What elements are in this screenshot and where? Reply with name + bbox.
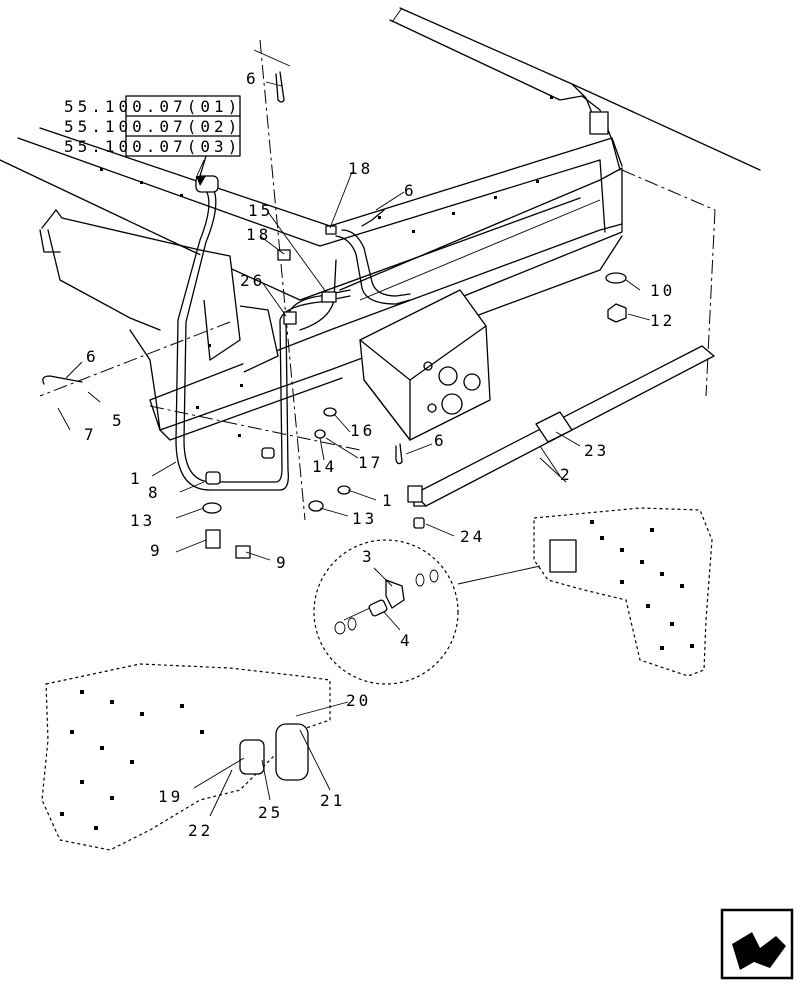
callout-21: 21 [320, 791, 345, 810]
callout-1: 1 [382, 491, 395, 510]
reference-1[interactable]: 55.100.07(01) [64, 97, 241, 116]
callout-20: 20 [346, 691, 371, 710]
callout-10: 10 [650, 281, 675, 300]
hydraulic-line [175, 175, 411, 491]
callout-26: 26 [240, 271, 265, 290]
callout-23: 23 [584, 441, 609, 460]
lower-left-fender-view [41, 663, 331, 851]
beam-holes [100, 96, 553, 437]
reference-table: 55.100.07(01) 55.100.07(02) 55.100.07(03… [64, 95, 241, 186]
valve-housing [359, 289, 491, 441]
callout-17: 17 [358, 453, 383, 472]
callout-19: 19 [158, 787, 183, 806]
callout-6: 6 [404, 181, 417, 200]
callout-5: 5 [112, 411, 125, 430]
callout-13: 13 [130, 511, 155, 530]
callout-18: 18 [348, 159, 373, 178]
callout-6: 6 [86, 347, 99, 366]
callout-15: 15 [248, 201, 273, 220]
callout-4: 4 [400, 631, 413, 650]
callout-3: 3 [362, 547, 375, 566]
right-fender-view [533, 507, 713, 677]
callout-18: 18 [246, 225, 271, 244]
callout-16: 16 [350, 421, 375, 440]
callout-8: 8 [148, 483, 161, 502]
callout-9: 9 [276, 553, 289, 572]
callout-6: 6 [246, 69, 259, 88]
callout-6: 6 [434, 431, 447, 450]
callout-25: 25 [258, 803, 283, 822]
detail-view [313, 539, 541, 685]
callout-13: 13 [352, 509, 377, 528]
callout-9: 9 [150, 541, 163, 560]
leader-lines [57, 81, 651, 817]
main-frame-assembly [0, 7, 761, 521]
rod-assembly [407, 345, 715, 529]
callout-7: 7 [84, 425, 97, 444]
callouts: 6 18 6 15 18 26 10 12 6 5 7 16 6 23 14 1… [84, 69, 675, 840]
callout-2: 2 [560, 465, 573, 484]
reference-2[interactable]: 55.100.07(02) [64, 117, 241, 136]
callout-1: 1 [130, 469, 143, 488]
callout-12: 12 [650, 311, 675, 330]
next-page-arrow-icon[interactable] [720, 908, 794, 980]
callout-24: 24 [460, 527, 485, 546]
callout-14: 14 [312, 457, 337, 476]
reference-3[interactable]: 55.100.07(03) [64, 137, 241, 156]
callout-22: 22 [188, 821, 213, 840]
